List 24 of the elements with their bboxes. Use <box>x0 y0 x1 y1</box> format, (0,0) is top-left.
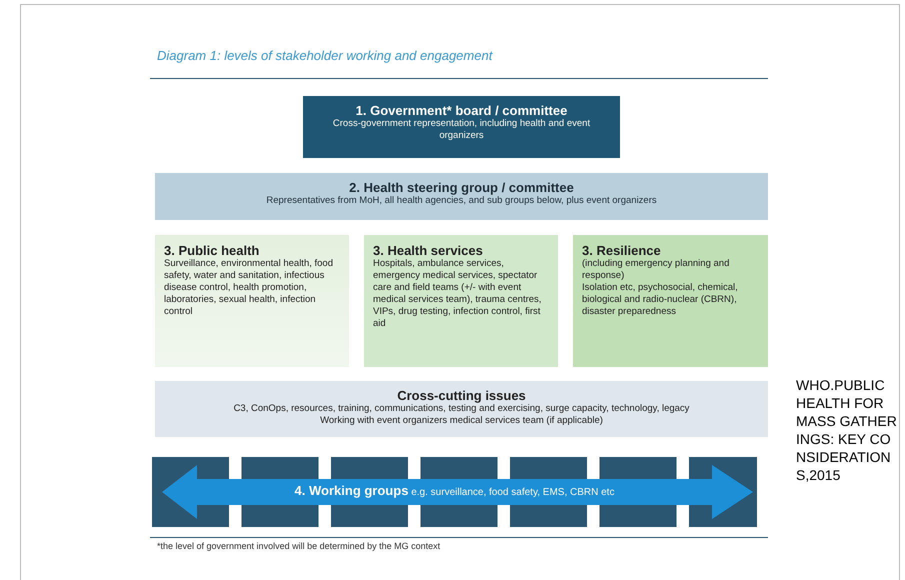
level-box <box>303 96 620 158</box>
box-text: (including emergency planning and response) <box>582 258 730 282</box>
level-box <box>155 173 768 220</box>
level-box <box>573 235 768 367</box>
box-text: Isolation etc, psychosocial, chemical, biological and radio-nuclear (CBRN), disaster preparedness <box>582 282 739 318</box>
box-heading: 2. Health steering group / committee <box>348 180 575 195</box>
box-heading: 3. Resilience <box>582 243 662 258</box>
level-box <box>155 235 349 367</box>
band-text: 4. Working groups e.g. surveillance, food safety, EMS, CBRN etc <box>294 483 616 498</box>
box-text: Cross-government representation, including health and event organizers <box>332 118 592 142</box>
source-note: WHO.PUBLIC HEALTH FOR MASS GATHERINGS: KEY CONSIDERATIONS,2015 <box>796 376 898 484</box>
level-box <box>364 235 558 367</box>
box-heading: 1. Government* board / committee <box>354 103 568 118</box>
footnote: *the level of government involved will be determined by the MG context <box>157 541 440 551</box>
box-text: Representatives from MoH, all health agencies, and sub groups below, plus event organizers <box>265 195 658 207</box>
box-text: C3, ConOps, resources, training, communications, testing and exercising, surge capacity, technology, legacy <box>232 403 690 415</box>
diagram-title: Diagram 1: levels of stakeholder working and engagement <box>157 48 492 63</box>
box-text: Working with event organizers medical services team (if applicable) <box>319 415 604 427</box>
box-text: Hospitals, ambulance services, emergency medical services, spectator care and field teams (+/- with event medical services team), trauma centres, VIPs, drug testing, infection control, first aid <box>373 258 542 330</box>
box-heading: 3. Health services <box>373 243 484 258</box>
box-heading: Cross-cutting issues <box>396 388 527 403</box>
box-text: Surveillance, environmental health, food safety, water and sanitation, infectious disease control, health promotion, laboratories, sexual health, infection control <box>164 258 334 318</box>
box-heading: 3. Public health <box>164 243 260 258</box>
level-box <box>155 381 768 437</box>
